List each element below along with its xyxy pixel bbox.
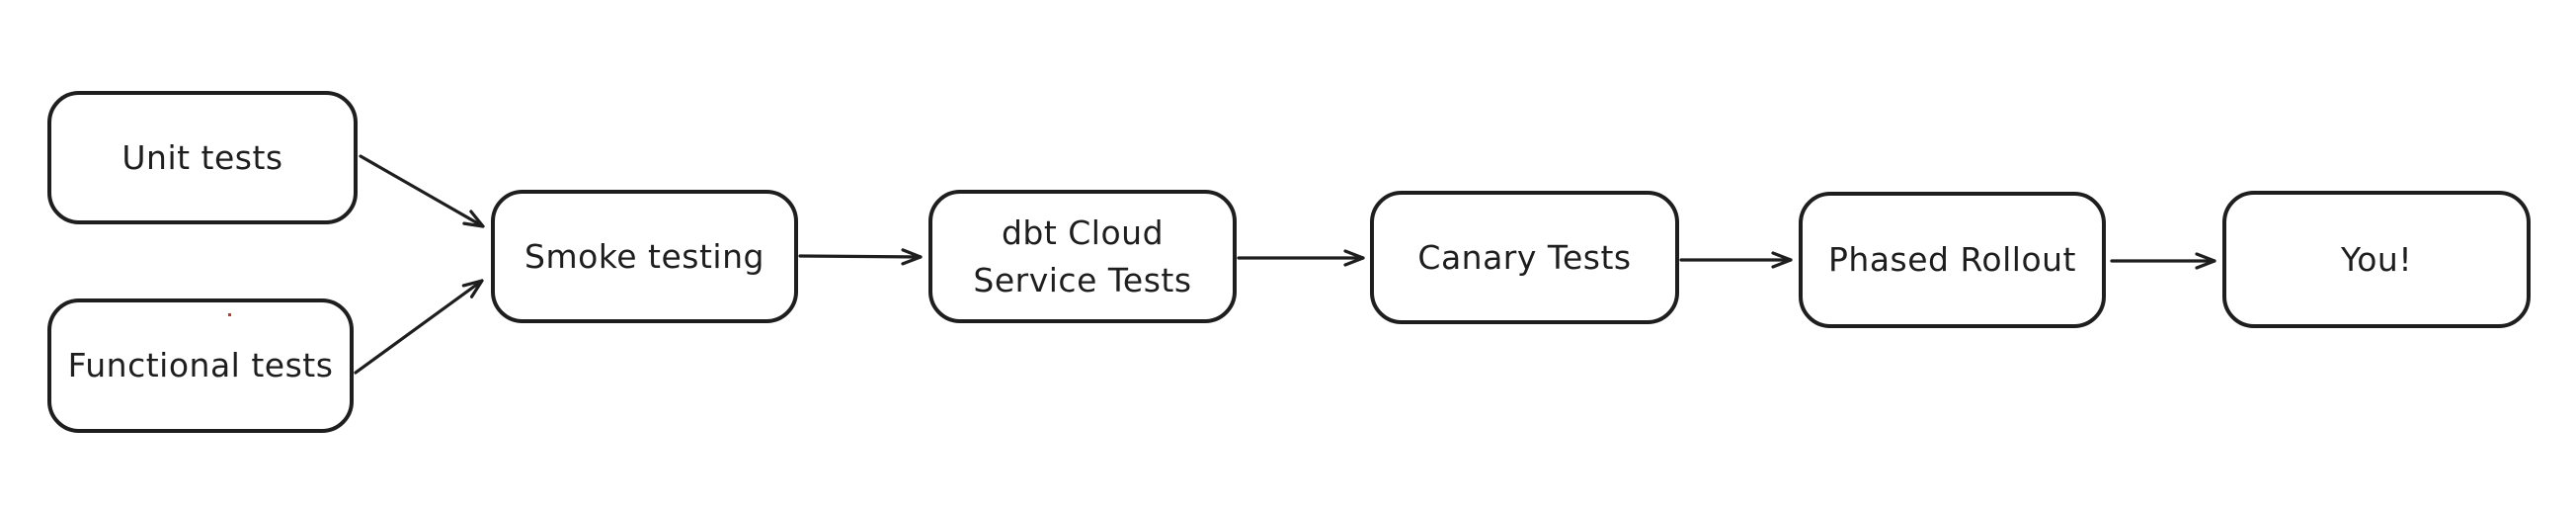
node-you: You! bbox=[2222, 191, 2531, 328]
node-phased-rollout: Phased Rollout bbox=[1799, 192, 2106, 328]
arrow-smoke-testing-to-dbt-cloud-service-tests bbox=[798, 248, 923, 266]
arrow-unit-tests-to-smoke-testing bbox=[359, 154, 485, 228]
node-you-label: You! bbox=[2340, 239, 2413, 279]
node-dbt-cloud-service-tests-label: dbt Cloud Service Tests bbox=[973, 212, 1192, 299]
node-canary-tests: Canary Tests bbox=[1370, 191, 1679, 324]
red-dot-artifact bbox=[228, 313, 231, 316]
node-dbt-cloud-service-tests: dbt Cloud Service Tests bbox=[928, 190, 1237, 323]
node-unit-tests-label: Unit tests bbox=[121, 137, 283, 177]
node-smoke-testing-label: Smoke testing bbox=[524, 236, 765, 276]
node-phased-rollout-label: Phased Rollout bbox=[1828, 240, 2076, 279]
node-canary-tests-label: Canary Tests bbox=[1417, 237, 1632, 277]
node-smoke-testing: Smoke testing bbox=[491, 190, 798, 323]
arrow-functional-tests-to-smoke-testing bbox=[354, 279, 484, 375]
node-functional-tests: Functional tests bbox=[47, 298, 354, 433]
node-functional-tests-label: Functional tests bbox=[67, 346, 334, 384]
node-unit-tests: Unit tests bbox=[47, 91, 358, 224]
